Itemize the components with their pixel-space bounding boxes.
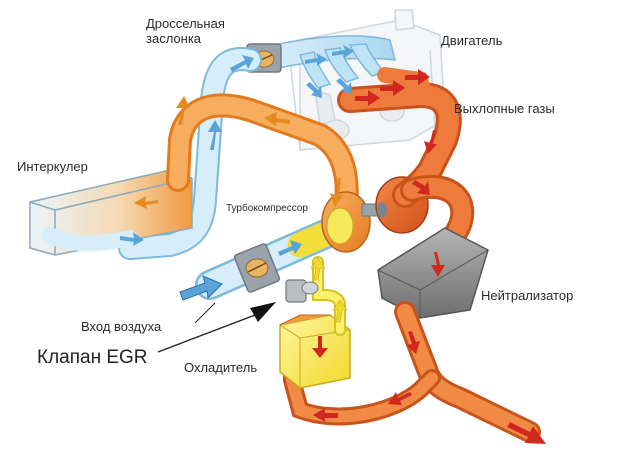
arrow-blue-7 bbox=[306, 82, 322, 98]
arrow-red-6 bbox=[431, 252, 445, 277]
label-throttle: Дроссельная заслонка bbox=[146, 16, 225, 46]
label-exhaust-gases: Выхлопные газы bbox=[454, 101, 555, 116]
arrow-red-5 bbox=[412, 180, 430, 195]
arrow-blue-4 bbox=[278, 240, 302, 256]
intake-manifold bbox=[254, 35, 396, 89]
arrow-red-4 bbox=[424, 130, 437, 154]
arrow-red-1 bbox=[355, 90, 380, 106]
label-egr-cooler: Охладитель bbox=[184, 360, 258, 375]
label-engine: Двигатель bbox=[441, 33, 503, 48]
flow-arrows bbox=[120, 45, 546, 444]
arrow-orange-2 bbox=[264, 112, 290, 126]
arrow-blue-5 bbox=[305, 53, 327, 66]
label-air-inlet: Вход воздуха bbox=[81, 319, 162, 334]
egr-valve bbox=[285, 279, 319, 303]
arrow-blue-6 bbox=[332, 45, 354, 58]
label-egr-valve: Клапан EGR bbox=[37, 347, 148, 368]
arrow-blue-3 bbox=[120, 232, 144, 246]
arrow-red-8 bbox=[388, 392, 412, 405]
arrow-red-2 bbox=[380, 80, 405, 96]
egr-pointer-arrow bbox=[157, 302, 276, 353]
arrow-red-3 bbox=[405, 69, 430, 85]
inlet-valve bbox=[233, 243, 281, 293]
arrow-orange-4 bbox=[134, 196, 158, 209]
arrow-yellow-2 bbox=[310, 257, 326, 281]
arrow-orange-3 bbox=[330, 178, 343, 207]
arrow-red-10 bbox=[312, 336, 328, 358]
arrow-orange-1 bbox=[176, 96, 190, 125]
arrow-red-7 bbox=[406, 331, 420, 354]
arrow-red-9 bbox=[313, 408, 338, 422]
label-intercooler: Интеркулер bbox=[17, 159, 88, 174]
arrow-yellow-1 bbox=[332, 299, 348, 323]
air-inlet-leader bbox=[194, 302, 216, 324]
arrow-blue-8 bbox=[336, 78, 352, 94]
arrow-blue-1 bbox=[230, 55, 254, 72]
label-catalyst: Нейтрализатор bbox=[481, 288, 574, 303]
arrow-blue-2 bbox=[208, 120, 222, 150]
catalyst bbox=[377, 227, 489, 319]
label-turbocharger: Турбокомпрессор bbox=[226, 203, 308, 214]
arrow-exhaust-out bbox=[507, 422, 546, 444]
arrow-air-inlet bbox=[179, 275, 223, 301]
